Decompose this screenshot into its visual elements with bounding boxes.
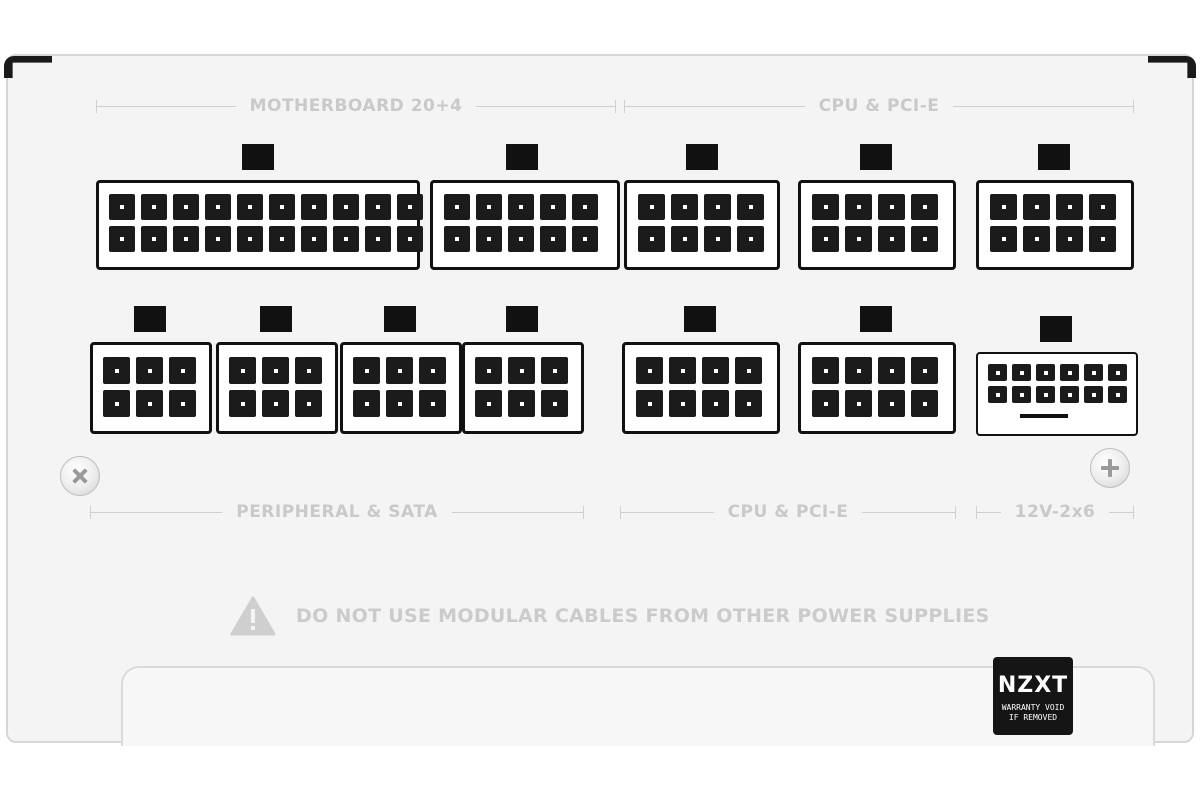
connector-cpu-pcie-top-1[interactable]: [624, 144, 780, 270]
connector-24pin-main[interactable]: [96, 144, 423, 270]
nzxt-logo: NZXT: [997, 673, 1069, 698]
bottom-plate: [121, 666, 1155, 746]
connector-peripheral-1[interactable]: [90, 306, 212, 434]
label-peripheral-sata-text: PERIPHERAL & SATA: [236, 502, 438, 522]
label-peripheral-sata: PERIPHERAL & SATA: [90, 502, 585, 522]
screw-right-mid: [1090, 448, 1130, 488]
connector-cpu-pcie-top-3[interactable]: [976, 144, 1134, 270]
connector-24pin-extension[interactable]: [430, 144, 620, 270]
label-cpu-pcie-top-text: CPU & PCI-E: [818, 96, 940, 116]
connector-12v-2x6[interactable]: [976, 316, 1138, 436]
connector-peripheral-4[interactable]: [462, 306, 584, 434]
connector-peripheral-2[interactable]: [216, 306, 338, 434]
connector-peripheral-3[interactable]: [340, 306, 462, 434]
label-12v-2x6-text: 12V-2x6: [1014, 502, 1096, 522]
badge-line-1: WARRANTY VOID: [1001, 703, 1065, 712]
warning-triangle-icon: [230, 596, 276, 636]
label-motherboard-text: MOTHERBOARD 20+4: [249, 96, 463, 116]
label-cpu-pcie-bottom: CPU & PCI-E: [620, 502, 956, 522]
label-motherboard: MOTHERBOARD 20+4: [96, 96, 617, 116]
badge-line-2: IF REMOVED: [1008, 713, 1058, 722]
screw-left-mid: [60, 456, 100, 496]
label-12v-2x6: 12V-2x6: [976, 502, 1135, 522]
warning-notice: DO NOT USE MODULAR CABLES FROM OTHER POW…: [230, 596, 990, 636]
connector-cpu-pcie-bottom-1[interactable]: [622, 306, 780, 434]
sense-pins: [1020, 414, 1068, 418]
warning-text: DO NOT USE MODULAR CABLES FROM OTHER POW…: [296, 605, 990, 627]
nzxt-badge: NZXT WARRANTY VOID IF REMOVED: [993, 657, 1073, 735]
label-cpu-pcie-top: CPU & PCI-E: [624, 96, 1134, 116]
connector-cpu-pcie-bottom-2[interactable]: [798, 306, 956, 434]
label-cpu-pcie-bottom-text: CPU & PCI-E: [727, 502, 849, 522]
connector-cpu-pcie-top-2[interactable]: [798, 144, 956, 270]
